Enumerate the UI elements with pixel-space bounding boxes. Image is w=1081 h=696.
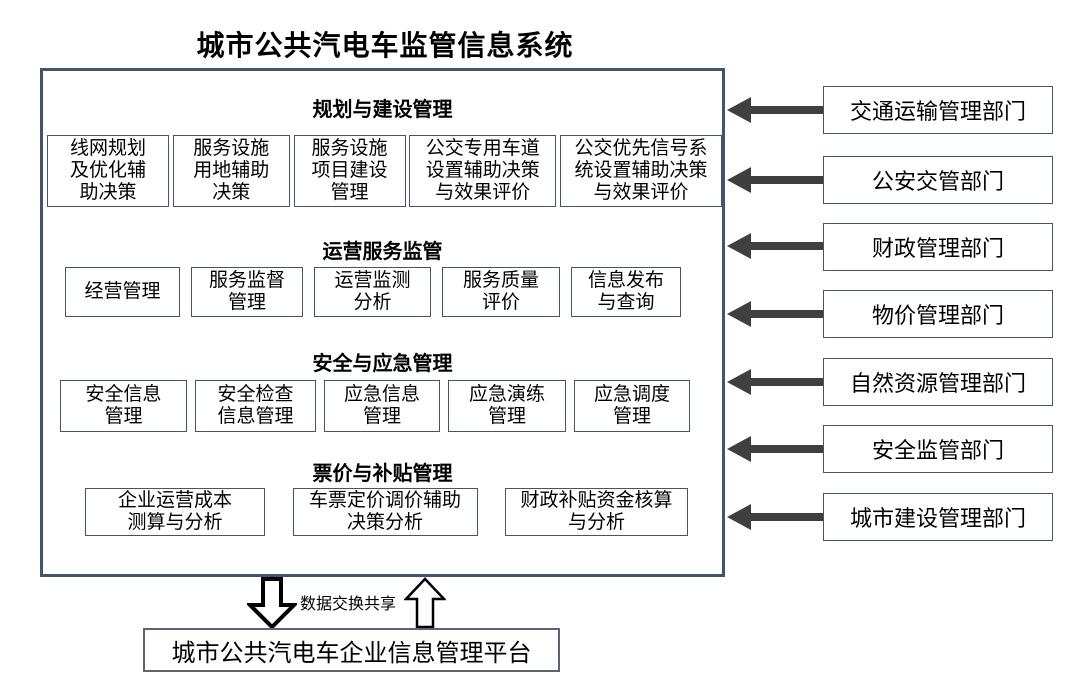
module-box: 服务设施 用地辅助 决策 [172,135,290,207]
arrow-left-icon [727,369,823,395]
arrow-left-icon [727,504,823,530]
diagram-title: 城市公共汽电车监管信息系统 [196,30,574,61]
department-box: 城市建设管理部门 [823,493,1053,541]
module-box: 公交优先信号系 统设置辅助决策 与效果评价 [560,135,722,207]
module-box: 企业运营成本 测算与分析 [85,488,265,536]
department-box: 公安交管部门 [823,156,1053,204]
section-heading-fare: 票价与补贴管理 [312,463,453,485]
section-heading-safety: 安全与应急管理 [312,353,453,375]
module-box: 服务设施 项目建设 管理 [293,135,406,207]
section-heading-operation: 运营服务监管 [322,241,443,263]
planning-module-row: 线网规划 及优化辅 助决策 服务设施 用地辅助 决策 服务设施 项目建设 管理 … [47,135,722,207]
module-box: 财政补贴资金核算 与分析 [505,488,688,536]
operation-module-row: 经营管理 服务监督 管理 运营监测 分析 服务质量 评价 信息发布 与查询 [65,267,681,317]
down-arrow-icon [247,577,297,629]
safety-module-row: 安全信息 管理 安全检查 信息管理 应急信息 管理 应急演练 管理 应急调度 管… [60,380,690,432]
platform-box: 城市公共汽电车企业信息管理平台 [143,628,560,672]
module-box: 信息发布 与查询 [571,267,681,317]
module-box: 线网规划 及优化辅 助决策 [47,135,169,207]
module-box: 服务监督 管理 [191,267,303,317]
department-box: 物价管理部门 [823,290,1053,338]
module-box: 安全检查 信息管理 [195,380,316,432]
arrow-left-icon [727,167,823,193]
module-box: 公交专用车道 设置辅助决策 与效果评价 [409,135,557,207]
department-box: 自然资源管理部门 [823,358,1053,406]
module-box: 车票定价调价辅助 决策分析 [292,488,478,536]
arrow-left-icon [727,233,823,259]
module-box: 运营监测 分析 [314,267,431,317]
department-box: 安全监管部门 [823,425,1053,473]
arrow-left-icon [727,301,823,327]
arrow-left-icon [727,97,823,123]
module-box: 服务质量 评价 [442,267,560,317]
data-exchange-label: 数据交换共享 [300,596,397,613]
module-box: 经营管理 [65,267,180,317]
department-box: 财政管理部门 [823,223,1053,271]
fare-module-row: 企业运营成本 测算与分析 车票定价调价辅助 决策分析 财政补贴资金核算 与分析 [85,488,688,536]
arrow-left-icon [727,436,823,462]
up-arrow-icon [404,577,446,629]
module-box: 应急信息 管理 [324,380,440,432]
department-box: 交通运输管理部门 [823,86,1053,134]
module-box: 应急调度 管理 [574,380,690,432]
module-box: 安全信息 管理 [60,380,187,432]
system-frame: 规划与建设管理 线网规划 及优化辅 助决策 服务设施 用地辅助 决策 服务设施 … [40,68,725,577]
section-heading-planning: 规划与建设管理 [312,99,453,121]
module-box: 应急演练 管理 [448,380,566,432]
